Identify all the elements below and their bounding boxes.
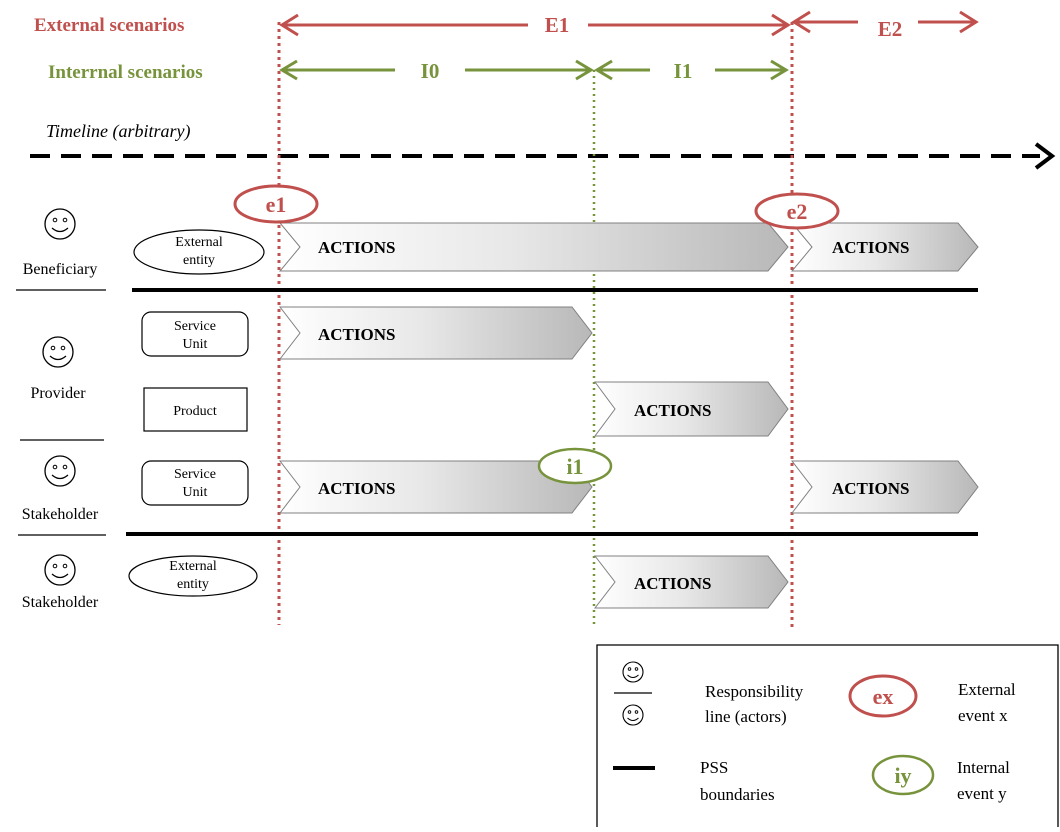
svg-text:ACTIONS: ACTIONS — [318, 479, 395, 498]
e1-span-arrow — [279, 13, 791, 37]
legend-external-event-symbol: ex — [848, 674, 918, 718]
i0-span-arrow — [279, 59, 594, 81]
external-entity-2: External entity — [128, 555, 258, 597]
event-e1-marker: e1 — [233, 184, 319, 224]
i0-label: I0 — [421, 59, 440, 83]
action-chevron: ACTIONS — [790, 222, 979, 272]
svg-text:entity: entity — [177, 577, 209, 592]
e2-span-arrow — [791, 10, 979, 34]
event-i1-marker: i1 — [537, 447, 613, 485]
svg-text:ACTIONS: ACTIONS — [832, 479, 909, 498]
svg-text:Unit: Unit — [183, 485, 208, 500]
svg-text:ex: ex — [873, 684, 894, 709]
action-chevron: ACTIONS — [278, 222, 789, 272]
svg-text:e2: e2 — [787, 199, 808, 224]
svg-text:Service: Service — [174, 467, 216, 482]
smiley-icon — [44, 208, 76, 240]
svg-text:ACTIONS: ACTIONS — [318, 325, 395, 344]
internal-scenarios-label: Interrnal scenarios — [48, 62, 203, 83]
svg-text:Product: Product — [173, 404, 217, 419]
svg-text:Service: Service — [174, 319, 216, 334]
svg-text:External: External — [169, 559, 217, 574]
smiley-icon — [44, 455, 76, 487]
product-box: Product — [143, 387, 248, 432]
external-entity-1: External entity — [133, 229, 265, 275]
legend-internal-label-2: event y — [957, 784, 1007, 803]
external-scenarios-label: External scenarios — [34, 15, 184, 36]
action-chevron: ACTIONS — [278, 460, 593, 514]
e1-label: E1 — [545, 13, 570, 37]
legend-internal-label-1: Internal — [957, 758, 1010, 777]
smiley-icon — [622, 661, 644, 683]
svg-text:ACTIONS: ACTIONS — [832, 238, 909, 257]
svg-text:ACTIONS: ACTIONS — [634, 574, 711, 593]
legend-external-label-1: External — [958, 680, 1016, 699]
action-chevron: ACTIONS — [278, 306, 593, 360]
legend: Responsibility line (actors) ex External… — [596, 644, 1059, 827]
svg-text:i1: i1 — [566, 454, 583, 479]
legend-responsibility-label-2: line (actors) — [705, 707, 787, 726]
actor-stakeholder-2: Stakeholder — [22, 594, 99, 611]
event-e2-marker: e2 — [754, 192, 840, 230]
timeline-arrow — [30, 142, 1056, 170]
svg-text:ACTIONS: ACTIONS — [634, 401, 711, 420]
svg-text:Unit: Unit — [183, 337, 208, 352]
actor-stakeholder-1: Stakeholder — [22, 506, 99, 523]
service-unit-1: Service Unit — [141, 311, 249, 357]
legend-internal-event-symbol: iy — [871, 754, 935, 796]
service-unit-2: Service Unit — [141, 460, 249, 506]
action-chevron: ACTIONS — [594, 381, 789, 437]
svg-text:entity: entity — [183, 253, 215, 268]
i1-span-label: I1 — [674, 59, 693, 83]
smiley-icon — [622, 704, 644, 726]
action-chevron: ACTIONS — [790, 460, 979, 514]
i1-span-arrow — [594, 59, 789, 81]
svg-text:ACTIONS: ACTIONS — [318, 238, 395, 257]
legend-responsibility-label-1: Responsibility — [705, 682, 804, 701]
svg-text:iy: iy — [894, 763, 911, 788]
legend-pss-label-2: boundaries — [700, 785, 775, 804]
smiley-icon — [42, 336, 74, 368]
actor-provider: Provider — [30, 385, 86, 402]
actor-beneficiary: Beneficiary — [23, 261, 98, 278]
timeline-label: Timeline (arbitrary) — [46, 121, 191, 142]
svg-text:e1: e1 — [266, 192, 287, 217]
e2-label: E2 — [878, 17, 903, 41]
svg-text:External: External — [175, 235, 223, 250]
legend-external-label-2: event x — [958, 706, 1008, 725]
action-chevron: ACTIONS — [593, 555, 789, 609]
smiley-icon — [44, 554, 76, 586]
legend-pss-label-1: PSS — [700, 758, 728, 777]
